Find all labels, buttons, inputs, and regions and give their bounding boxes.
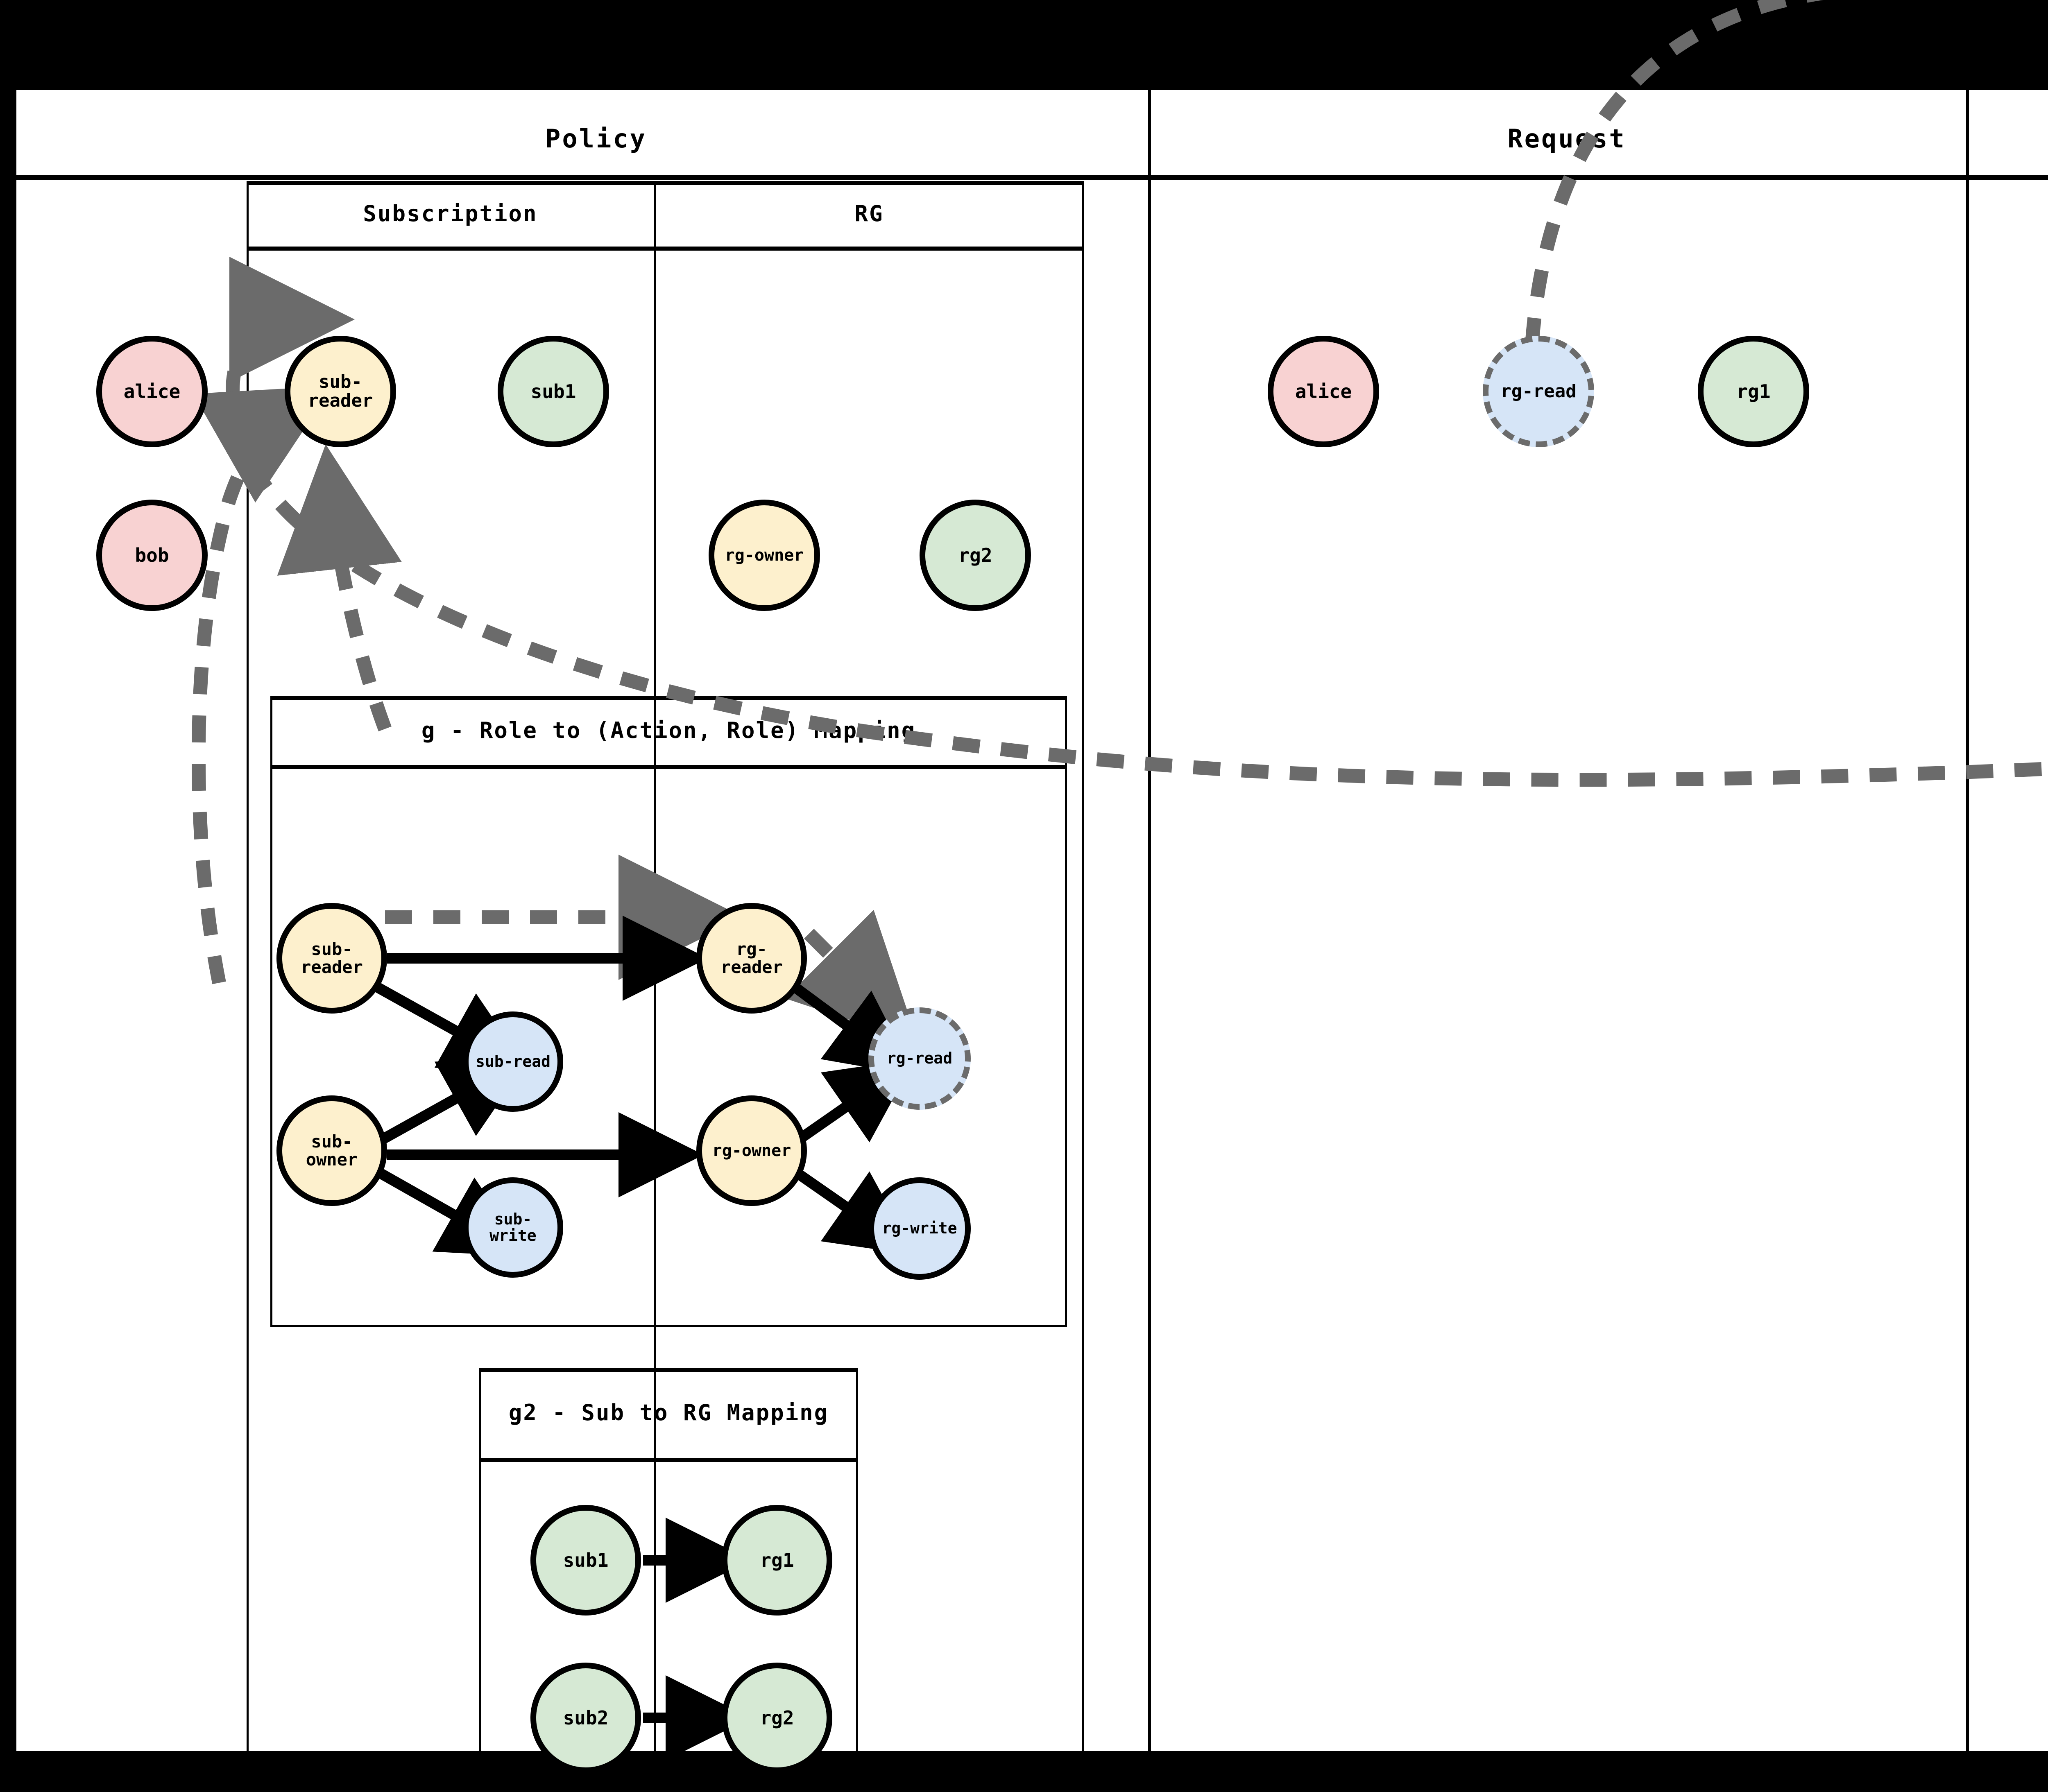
policy-header-subscription-label: Subscription [363,201,538,227]
node-g2-rg2[interactable]: rg2 [722,1663,832,1773]
node-label: rg1 [760,1549,794,1571]
g2-mapping-title-label: g2 - Sub to RG Mapping [508,1400,829,1426]
node-policy-sub1[interactable]: sub1 [498,336,609,447]
diagram-canvas: Policy Request Matching Subscription RG … [16,0,2048,1792]
node-g-sub-write[interactable]: sub- write [463,1177,563,1278]
node-g-sub-read[interactable]: sub-read [463,1011,563,1112]
node-policy-alice[interactable]: alice [96,336,208,447]
node-request-alice[interactable]: alice [1268,336,1379,447]
g-mapping-title: g - Role to (Action, Role) Mapping [270,696,1067,769]
policy-header-topline [247,181,1084,185]
node-label: rg2 [760,1706,794,1729]
node-label: rg-owner [725,546,804,565]
panel-divider-request-matching [1966,90,1969,1751]
policy-header-rg: RG [654,181,1084,251]
header-divider [16,175,2048,180]
node-policy-rg-owner[interactable]: rg-owner [709,500,820,611]
panel-divider-policy-request [1148,90,1151,1751]
node-g-rg-reader[interactable]: rg- reader [696,903,807,1014]
node-label: sub- owner [306,1131,358,1170]
node-label: rg2 [958,544,992,566]
node-g-sub-owner[interactable]: sub- owner [276,1095,387,1206]
node-label: rg-read [886,1049,953,1068]
node-label: alice [1295,380,1352,403]
node-label: sub- write [489,1210,537,1244]
node-label: sub1 [530,380,576,403]
node-label: bob [135,544,169,566]
node-label: rg-owner [712,1141,791,1160]
node-label: sub- reader [308,371,373,411]
node-label: sub2 [563,1706,609,1729]
node-g2-sub2[interactable]: sub2 [530,1663,641,1773]
node-g-rg-read[interactable]: rg-read [868,1007,971,1110]
node-g-rg-owner[interactable]: rg-owner [696,1095,807,1206]
node-g2-rg1[interactable]: rg1 [722,1505,832,1616]
g2-mapping-topline [479,1368,858,1372]
node-label: rg- reader [720,939,783,977]
node-policy-sub-reader[interactable]: sub- reader [285,336,396,447]
node-request-rg1[interactable]: rg1 [1698,336,1809,447]
g2-mapping-title: g2 - Sub to RG Mapping [479,1368,858,1462]
node-policy-bob[interactable]: bob [96,500,208,611]
node-request-rg-read[interactable]: rg-read [1483,336,1594,447]
policy-header-subscription: Subscription [247,181,654,251]
trace-request-to-matching [1523,0,1824,394]
g-mapping-title-label: g - Role to (Action, Role) Mapping [421,717,916,744]
node-label: rg-write [882,1219,957,1238]
node-label: rg1 [1736,380,1771,403]
node-label: sub- reader [301,939,363,977]
node-g-rg-write[interactable]: rg-write [868,1177,971,1280]
node-g2-sub1[interactable]: sub1 [530,1505,641,1616]
panel-title-policy: Policy [545,124,647,154]
node-policy-rg2[interactable]: rg2 [920,500,1031,611]
node-label: sub-read [475,1052,551,1070]
panel-title-request: Request [1507,124,1626,154]
node-g-sub-reader[interactable]: sub- reader [276,903,387,1014]
node-label: sub1 [563,1549,609,1571]
node-label: rg-read [1500,380,1577,402]
policy-header-rg-label: RG [854,201,884,227]
node-label: alice [123,380,181,403]
